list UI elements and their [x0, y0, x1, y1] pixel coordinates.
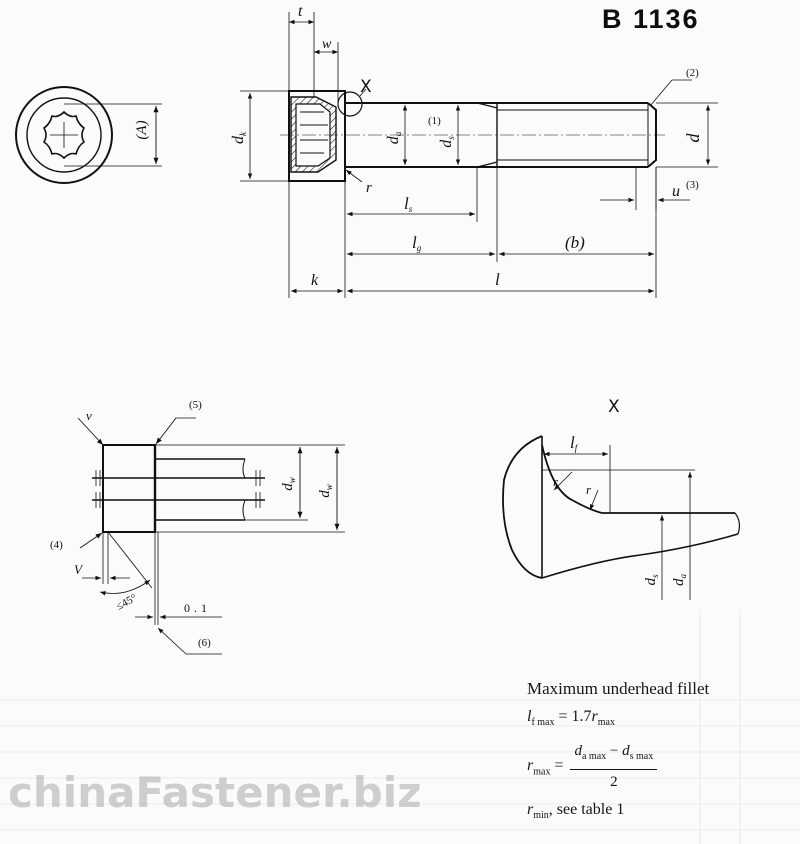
- note-2: (2): [686, 67, 699, 79]
- label-angle: ≤45°: [114, 592, 139, 613]
- label-ds-detail: ds: [643, 574, 660, 586]
- label-lg: lg: [412, 233, 422, 253]
- svg-text:dk: dk: [230, 131, 248, 144]
- label-lf: lf: [570, 433, 579, 453]
- label-dk: dk: [230, 131, 248, 144]
- formula-rmin: rmin, see table 1: [527, 801, 625, 822]
- detail-X-fillet: [502, 435, 741, 600]
- label-V: V: [74, 562, 84, 577]
- dimension-A-label: (A): [134, 120, 150, 139]
- fillet-curve: [541, 444, 603, 514]
- formula-rmax: rmax = da max − ds max 2: [527, 740, 797, 793]
- label-r2: r: [586, 482, 592, 497]
- formula-title: Maximum underhead fillet: [527, 679, 710, 698]
- label-l: l: [495, 270, 500, 289]
- svg-text:ds: ds: [643, 574, 660, 586]
- label-dw-outer: dw: [317, 484, 334, 498]
- formula-lf: lf max = 1.7rmax: [527, 708, 615, 729]
- note-4: (4): [50, 539, 63, 551]
- label-w: w: [322, 37, 332, 52]
- label-r1: r: [553, 474, 559, 489]
- label-ds: ds: [438, 136, 456, 148]
- screw-head: [288, 90, 346, 182]
- label-detail-X-title: X: [608, 397, 620, 417]
- fillet-formula-block: Maximum underhead fillet lf max = 1.7rma…: [527, 678, 797, 827]
- svg-text:ds: ds: [438, 136, 456, 148]
- label-d: d: [683, 133, 703, 143]
- label-u: u: [672, 183, 680, 200]
- label-dw-inner: dw: [280, 477, 297, 491]
- label-detail-X: X: [360, 77, 372, 97]
- watermark: chinaFastener.biz: [8, 768, 422, 817]
- svg-text:dw: dw: [280, 477, 297, 491]
- label-v-top: v: [86, 408, 92, 423]
- label-b: (b): [565, 233, 585, 252]
- note-1: (1): [428, 115, 441, 127]
- screw-side-view: [280, 88, 665, 182]
- label-t: t: [298, 3, 303, 20]
- background-grid: [0, 610, 800, 844]
- svg-text:d: d: [683, 133, 703, 143]
- hexalobular-recess-icon: [42, 110, 86, 160]
- svg-text:da: da: [385, 131, 403, 144]
- standard-code: B 1136: [602, 4, 700, 34]
- svg-text:dw: dw: [317, 484, 334, 498]
- label-ls: ls: [404, 194, 413, 214]
- label-da-detail: da: [671, 574, 688, 587]
- label-k: k: [311, 272, 319, 289]
- note-3: (3): [686, 179, 699, 191]
- label-r: r: [366, 180, 372, 196]
- note-5: (5): [189, 399, 202, 411]
- note-6: (6): [198, 637, 211, 649]
- head-outline: [502, 435, 543, 579]
- svg-text:da: da: [671, 574, 688, 587]
- label-da: da: [385, 131, 403, 144]
- label-tolerance: 0.1: [184, 601, 211, 615]
- side-view-dimensions: [240, 12, 718, 298]
- svg-text:≤45°: ≤45°: [114, 592, 139, 613]
- formula-fraction: da max − ds max 2: [570, 740, 658, 793]
- end-view: [15, 86, 162, 184]
- bearing-face-detail: [77, 417, 345, 655]
